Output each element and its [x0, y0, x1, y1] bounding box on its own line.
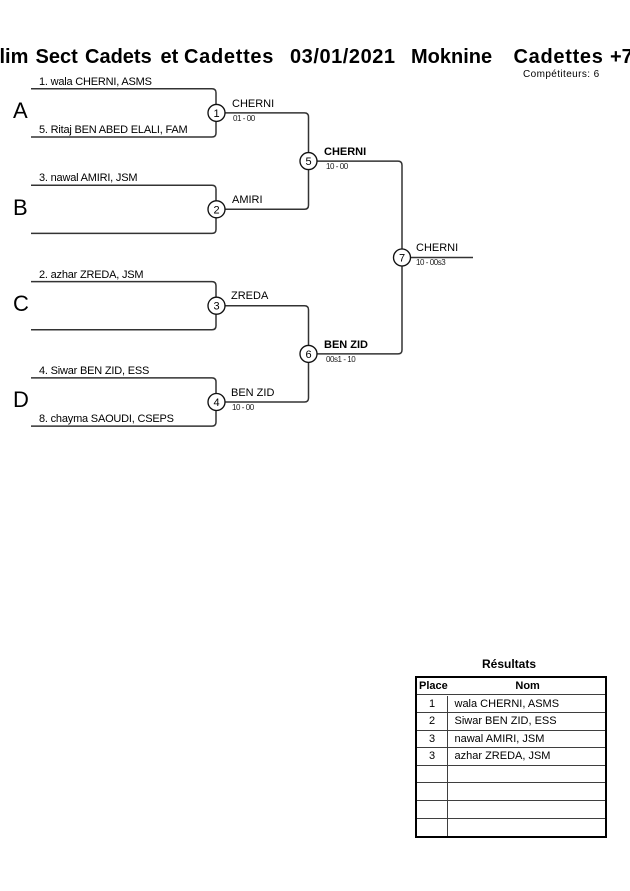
svg-text:4: 4	[213, 397, 219, 409]
svg-text:1: 1	[213, 108, 219, 120]
svg-text:6: 6	[305, 349, 311, 361]
svg-text:7: 7	[399, 253, 405, 265]
svg-text:5: 5	[305, 156, 311, 168]
svg-text:3: 3	[213, 301, 219, 313]
svg-text:2: 2	[213, 204, 219, 216]
